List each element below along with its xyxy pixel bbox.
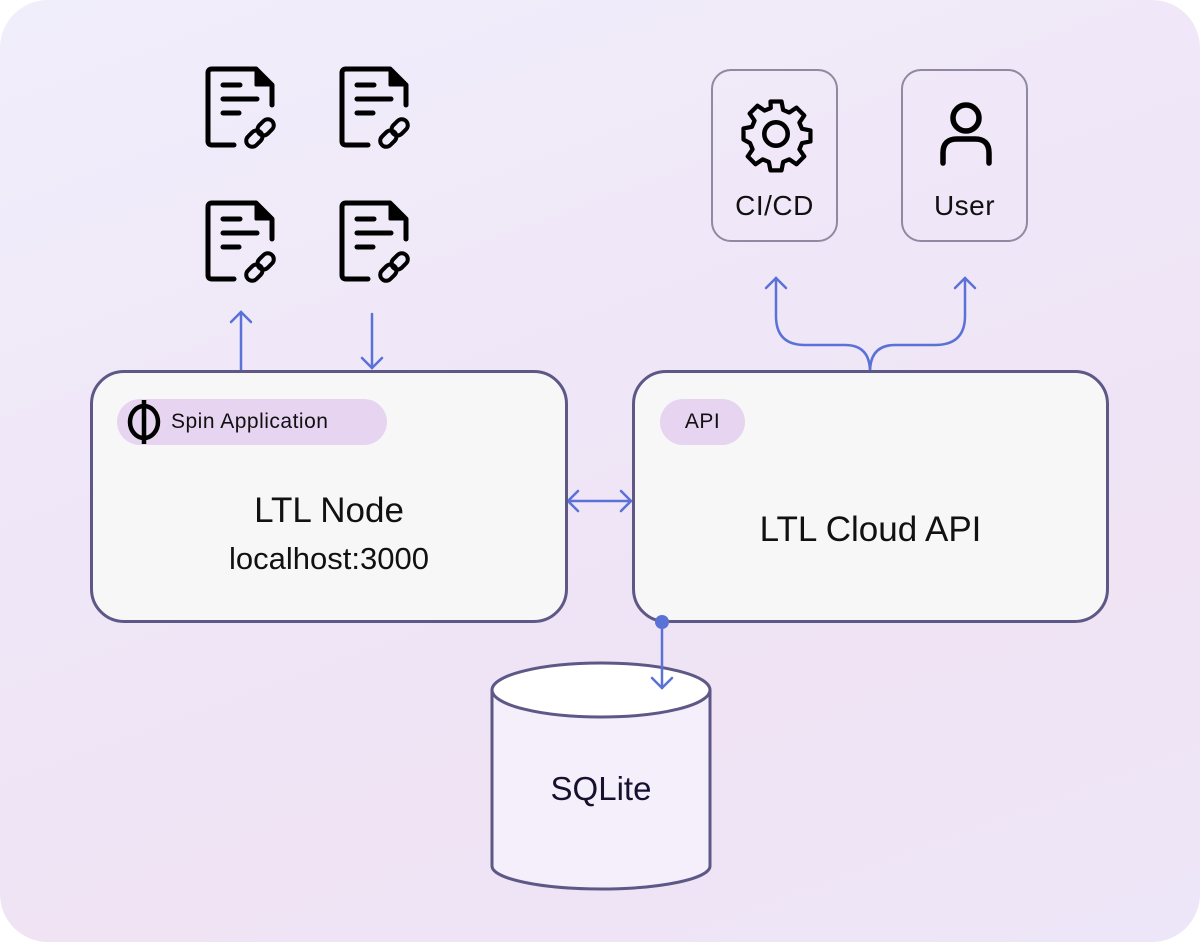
arrow-node-api-bidirectional bbox=[566, 489, 633, 513]
spin-phi-icon bbox=[127, 400, 161, 444]
client-label-user: User bbox=[933, 190, 996, 221]
api-title: LTL Cloud API bbox=[759, 510, 982, 549]
document-link-icon bbox=[342, 203, 410, 283]
spin-application-badge: Spin Application bbox=[117, 399, 387, 445]
document-link-icon bbox=[208, 203, 276, 283]
document-link-icon bbox=[208, 69, 276, 149]
connection-dot bbox=[655, 615, 669, 629]
badge-label: API bbox=[684, 410, 721, 433]
database-label: SQLite bbox=[550, 770, 652, 807]
arrow-node-to-docs bbox=[229, 310, 253, 374]
ltl-cloud-api-box: API LTL Cloud API bbox=[632, 370, 1109, 623]
client-card-user: User bbox=[901, 69, 1028, 242]
node-title: LTL Node bbox=[254, 491, 404, 530]
node-address: localhost:3000 bbox=[229, 541, 429, 576]
api-badge: API bbox=[660, 399, 745, 445]
gear-icon bbox=[741, 99, 813, 173]
document-link-icon bbox=[342, 69, 410, 149]
arrow-api-to-clients bbox=[764, 276, 977, 374]
badge-label: Spin Application bbox=[171, 410, 329, 433]
arrow-docs-to-node bbox=[360, 312, 384, 370]
client-label-cicd: CI/CD bbox=[735, 190, 814, 221]
arrow-api-to-database bbox=[650, 620, 674, 690]
client-card-cicd: CI/CD bbox=[711, 69, 838, 242]
ltl-node-box: Spin Application LTL Node localhost:3000 bbox=[90, 370, 568, 623]
sqlite-database-cylinder bbox=[490, 661, 712, 891]
user-icon bbox=[940, 102, 992, 166]
